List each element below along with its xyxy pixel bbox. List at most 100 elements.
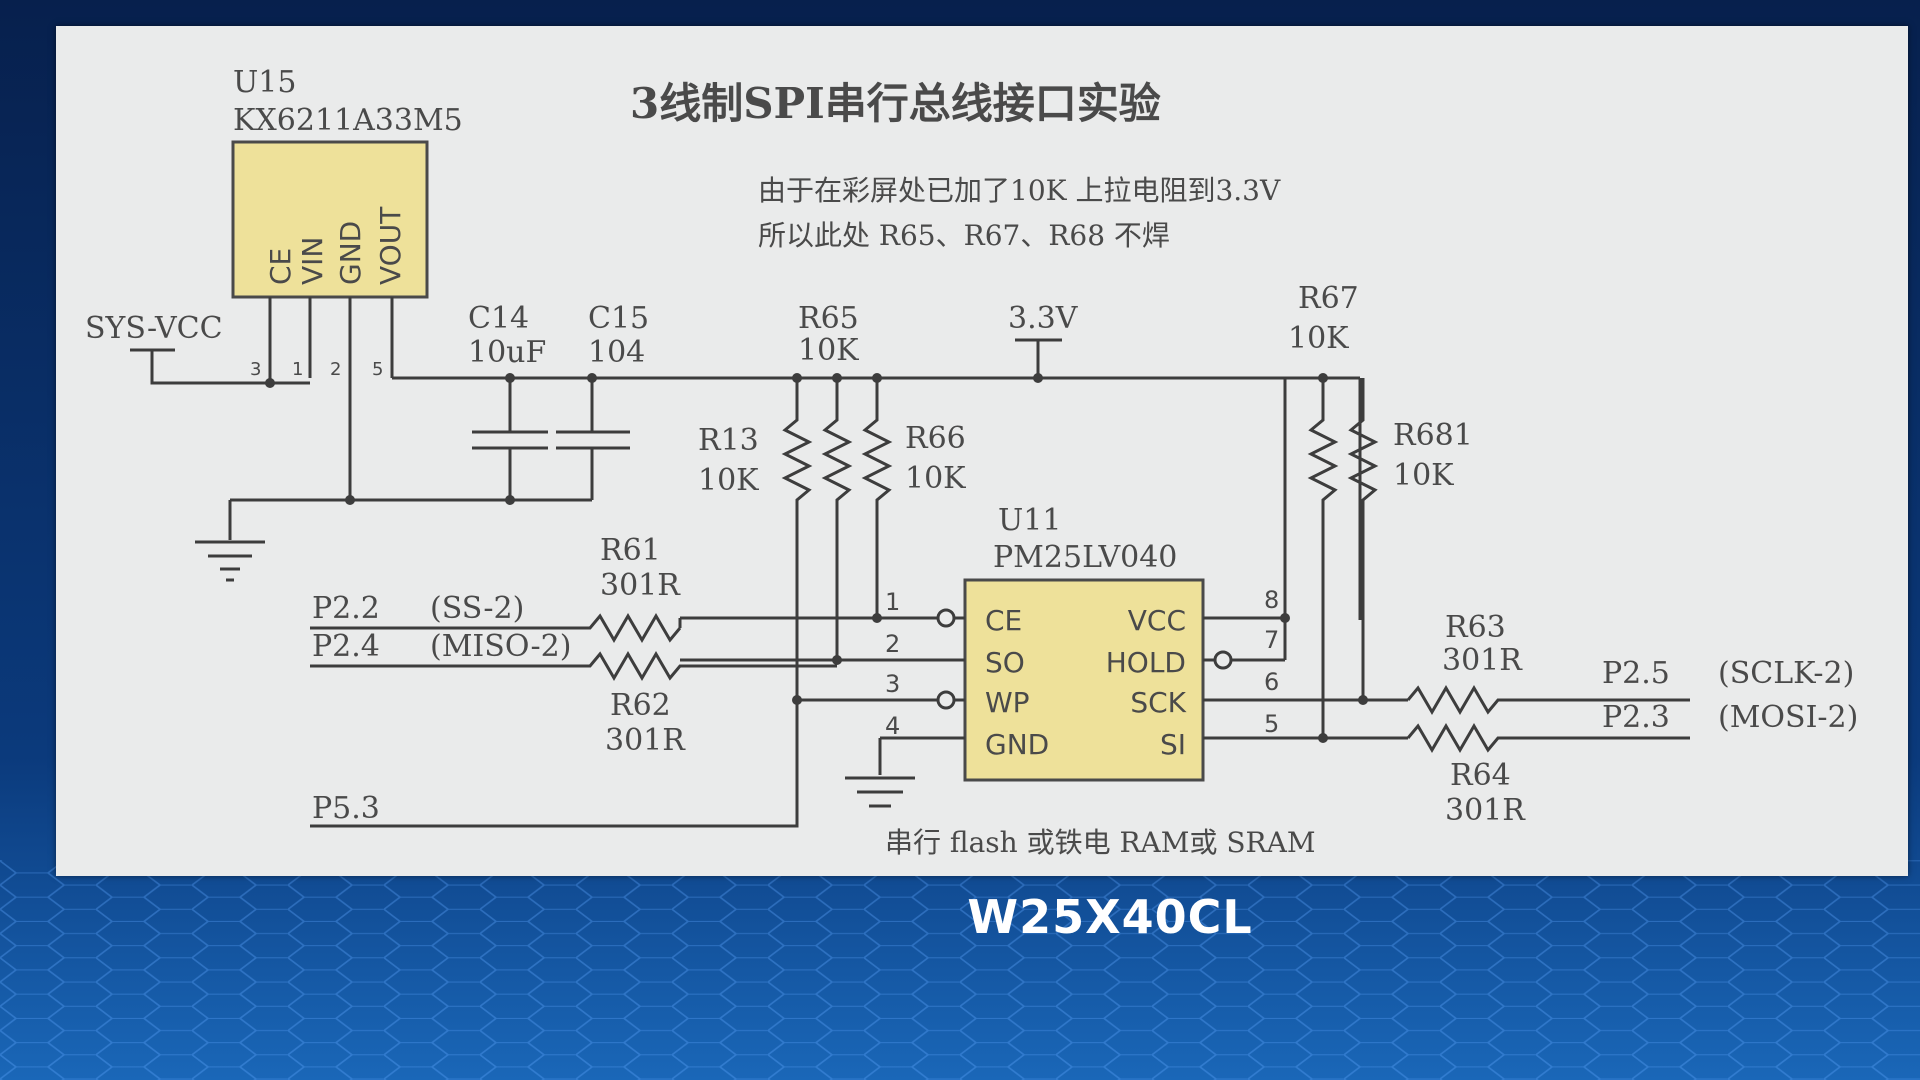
resistor-r13 <box>781 378 813 700</box>
regulator-body <box>231 140 429 299</box>
junction <box>832 373 842 383</box>
junction <box>872 613 882 623</box>
regulator-pin-vout: VOUT <box>374 206 407 285</box>
resistor-r61-value: 301R <box>600 568 681 603</box>
port-p22: P2.2 <box>312 591 380 626</box>
regulator-leads <box>268 297 394 500</box>
regulator-pin-num-ce: 3 <box>250 359 261 380</box>
flash-caption: 串行 flash 或铁电 RAM或 SRAM <box>885 826 1316 859</box>
flash-pin-num-3: 3 <box>885 670 900 698</box>
flash-ground-symbol <box>845 776 915 808</box>
flash-ref: U11 <box>998 503 1061 538</box>
flash-right-wires <box>1203 616 1408 740</box>
flash-pin-hold: HOLD <box>1106 646 1186 679</box>
flash-pin-so: SO <box>985 646 1025 679</box>
flash-left-wires <box>680 616 965 775</box>
port-p23: P2.3 <box>1602 700 1670 735</box>
junction <box>587 373 597 383</box>
flash-pin-num-2: 2 <box>885 630 900 658</box>
note-line-1: 由于在彩屏处已加了10K 上拉电阻到3.3V <box>758 174 1281 207</box>
slide-caption: W25X40CL <box>967 890 1253 944</box>
junction <box>345 495 355 505</box>
resistor-r63 <box>1406 685 1690 715</box>
pin-hold-bubble <box>1213 650 1233 670</box>
junction <box>265 378 275 388</box>
gnd-wire-left <box>228 498 592 540</box>
flash-part: PM25LV040 <box>993 540 1177 575</box>
resistor-r65-ref: R65 <box>798 301 859 336</box>
cap-c14-value: 10uF <box>468 335 546 370</box>
port-p24-signal: (MISO-2) <box>430 629 571 664</box>
supply-label: 3.3V <box>1008 301 1079 336</box>
port-p53: P5.3 <box>312 791 380 826</box>
flash-pin-num-4: 4 <box>885 712 900 740</box>
resistor-r65-value: 10K <box>798 333 859 368</box>
flash-pin-gnd: GND <box>985 728 1049 761</box>
port-p22-signal: (SS-2) <box>430 591 524 626</box>
resistor-r63-value: 301R <box>1442 643 1523 678</box>
junction <box>505 373 515 383</box>
resistor-r61-ref: R61 <box>600 533 661 568</box>
resistor-r13-ref: R13 <box>698 423 759 458</box>
resistor-r67-value: 10K <box>1288 321 1349 356</box>
port-p25: P2.5 <box>1602 656 1670 691</box>
flash-body <box>963 578 1205 782</box>
resistor-r66-ref: R66 <box>905 421 966 456</box>
resistor-r62-ref: R62 <box>610 688 671 723</box>
regulator-pin-vin: VIN <box>296 237 329 285</box>
junction <box>1318 733 1328 743</box>
p53-wire <box>310 700 799 828</box>
resistor-r13-value: 10K <box>698 463 759 498</box>
flash-pin-num-6: 6 <box>1264 668 1279 696</box>
regulator-pin-num-vin: 1 <box>292 359 303 380</box>
resistor-r68-ref: R681 <box>1393 418 1473 453</box>
flash-pin-sck: SCK <box>1130 686 1186 719</box>
cap-c15-value: 104 <box>588 335 645 370</box>
regulator-pin-ce: CE <box>264 248 297 285</box>
cap-c14 <box>472 378 548 500</box>
cap-c14-ref: C14 <box>468 301 529 336</box>
junction <box>1033 373 1043 383</box>
flash-pin-si: SI <box>1160 728 1186 761</box>
regulator-pin-num-vout: 5 <box>372 359 383 380</box>
sys-vcc-label: SYS-VCC <box>85 311 223 346</box>
resistor-r66-value: 10K <box>905 461 966 496</box>
sys-vcc-wire <box>130 348 310 385</box>
flash-pin-vcc: VCC <box>1128 604 1186 637</box>
resistor-r68 <box>1347 378 1379 698</box>
flash-pin-num-1: 1 <box>885 588 900 616</box>
ground-symbol <box>195 540 265 582</box>
resistor-r62 <box>310 651 837 681</box>
junction <box>832 655 842 665</box>
flash-pin-ce: CE <box>985 604 1022 637</box>
regulator-part: KX6211A33M5 <box>233 103 463 138</box>
schematic-title: 3线制SPI串行总线接口实验 <box>630 79 1161 128</box>
regulator-pin-gnd: GND <box>334 221 367 285</box>
flash-pin-wp: WP <box>985 686 1030 719</box>
regulator-pin-num-gnd: 2 <box>330 359 341 380</box>
supply-symbol <box>1015 338 1062 378</box>
resistor-r61 <box>310 613 682 643</box>
cap-c15-ref: C15 <box>588 301 649 336</box>
junction <box>1318 373 1328 383</box>
flash-pin-num-7: 7 <box>1264 626 1279 654</box>
junction <box>792 373 802 383</box>
resistor-r67 <box>1307 378 1339 738</box>
flash-pin-num-8: 8 <box>1264 586 1279 614</box>
port-p23-signal: (MOSI-2) <box>1718 700 1858 735</box>
note-line-2: 所以此处 R65、R67、R68 不焊 <box>758 219 1170 252</box>
resistor-r64-ref: R64 <box>1450 758 1511 793</box>
pin-wp-bubble <box>936 690 956 710</box>
pin-ce-bubble <box>936 608 956 628</box>
resistor-r65 <box>821 378 853 660</box>
junction <box>1280 613 1290 623</box>
cap-c15 <box>556 378 630 500</box>
resistor-r62-value: 301R <box>605 723 686 758</box>
resistor-r66 <box>861 378 893 618</box>
resistor-r64-value: 301R <box>1445 793 1526 828</box>
junction <box>1358 695 1368 705</box>
resistor-r63-ref: R63 <box>1445 610 1506 645</box>
regulator-ref: U15 <box>233 65 296 100</box>
resistor-r64 <box>1406 723 1690 753</box>
